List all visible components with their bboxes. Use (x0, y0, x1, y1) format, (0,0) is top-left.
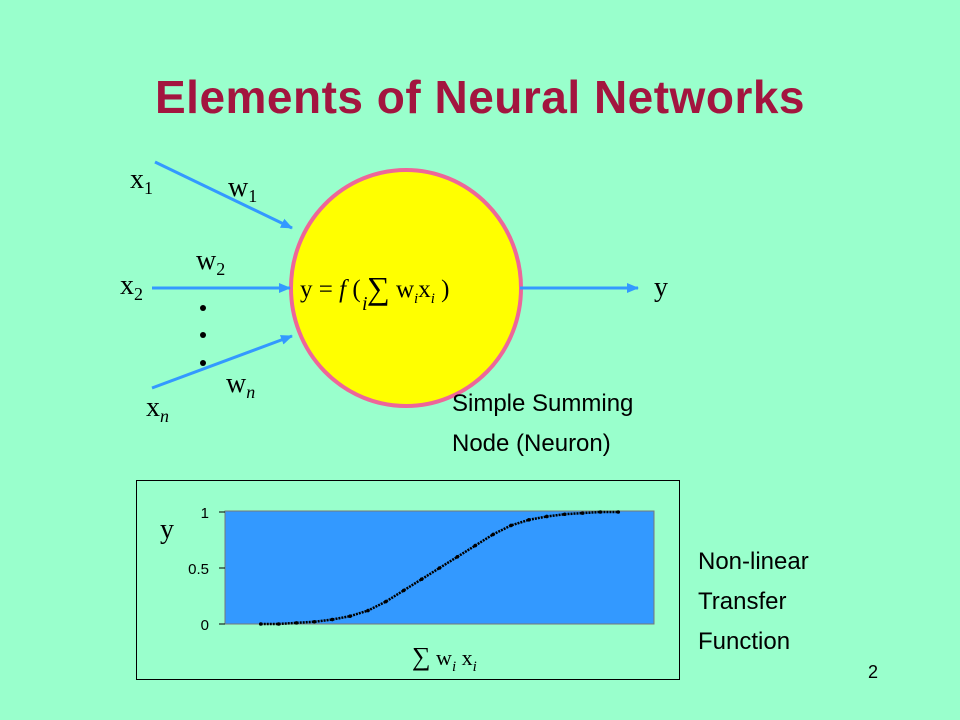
data-point (258, 622, 263, 626)
ellipsis-dot (200, 332, 206, 338)
chart-x-label: ∑ wi xi (412, 642, 477, 675)
data-point (366, 608, 370, 613)
ellipsis-dot (200, 360, 206, 366)
input-arrow-1 (154, 160, 293, 230)
data-point (401, 588, 406, 593)
sigma-symbol: ∑ (366, 270, 390, 306)
page-number: 2 (868, 662, 879, 682)
data-point (509, 523, 513, 528)
input-label-x2: x2 (120, 270, 143, 304)
sigmoid-curve (258, 510, 621, 626)
page-title: Elements of Neural Networks (154, 71, 806, 123)
y-tick-label: 1 (201, 505, 209, 522)
data-point (312, 619, 317, 624)
data-point (527, 518, 531, 522)
y-tick-label: 0.5 (188, 561, 209, 578)
transfer-caption: Non-linear Transfer Function (698, 548, 809, 655)
data-point (544, 514, 549, 519)
sigma-symbol: ∑ (412, 642, 431, 671)
weight-label-w1: w1 (228, 172, 258, 206)
input-label-x1: x1 (130, 164, 153, 198)
series-line (260, 510, 619, 626)
sum-index: i (362, 293, 368, 315)
data-point (294, 621, 299, 625)
data-point (330, 617, 335, 622)
neuron-formula: y = f ( ∑ wixi ) (300, 270, 450, 307)
data-point (455, 555, 460, 559)
data-point (473, 543, 478, 548)
data-point (491, 532, 495, 537)
data-point (276, 622, 281, 626)
data-point (348, 614, 352, 618)
neuron-caption: Simple Summing Node (Neuron) (452, 390, 634, 457)
input-arrow-n (151, 334, 293, 390)
output-label-y: y (654, 272, 668, 303)
input-label-xn: xn (146, 392, 169, 426)
weight-label-wn: wn (226, 368, 256, 402)
y-tick-label: 0 (201, 617, 209, 634)
transfer-chart: 1 0.5 0 (136, 480, 680, 680)
ellipsis-dot (200, 305, 206, 311)
weight-label-w2: w2 (196, 245, 226, 279)
data-point (419, 577, 424, 581)
data-point (580, 511, 585, 515)
chart-y-label: y (160, 514, 174, 545)
data-point (598, 510, 603, 514)
data-point (384, 599, 388, 604)
data-point (437, 566, 442, 570)
data-point (562, 512, 567, 517)
data-point (616, 510, 621, 514)
